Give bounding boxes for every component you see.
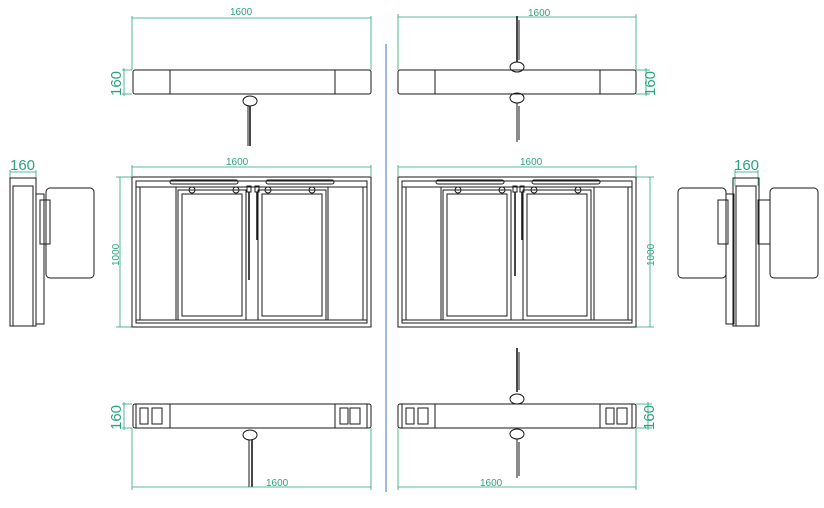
plan-view-bottom-right: 160 1600 bbox=[397, 348, 658, 490]
front-elevation-left: 1600 1000 bbox=[111, 157, 372, 328]
dim-depth-label: 160 bbox=[642, 71, 659, 96]
dim-depth-label: 160 bbox=[734, 157, 759, 174]
dim-width-label: 1600 bbox=[266, 478, 289, 489]
dim-width-label: 1600 bbox=[480, 478, 503, 489]
side-view-left: 160 bbox=[9, 157, 95, 327]
front-elevation-right: 1600 1000 bbox=[397, 157, 657, 328]
dim-width-label: 1600 bbox=[230, 7, 253, 18]
dim-depth-label: 160 bbox=[108, 71, 125, 96]
plan-view-top-right: 1600 160 bbox=[397, 8, 659, 142]
dim-depth-label: 160 bbox=[10, 157, 35, 174]
dim-height-label: 1000 bbox=[646, 243, 657, 266]
dim-width-label: 1600 bbox=[226, 157, 249, 168]
side-view-right: 160 bbox=[677, 157, 819, 327]
dim-height-label: 1000 bbox=[111, 243, 122, 266]
dim-width-label: 1600 bbox=[528, 8, 551, 19]
plan-view-bottom-left: 160 1600 bbox=[108, 402, 372, 490]
dim-depth-label: 160 bbox=[641, 405, 658, 430]
plan-view-top-left: 1600 160 bbox=[108, 7, 372, 146]
dim-depth-label: 160 bbox=[108, 405, 125, 430]
dim-width-label: 1600 bbox=[520, 157, 543, 168]
